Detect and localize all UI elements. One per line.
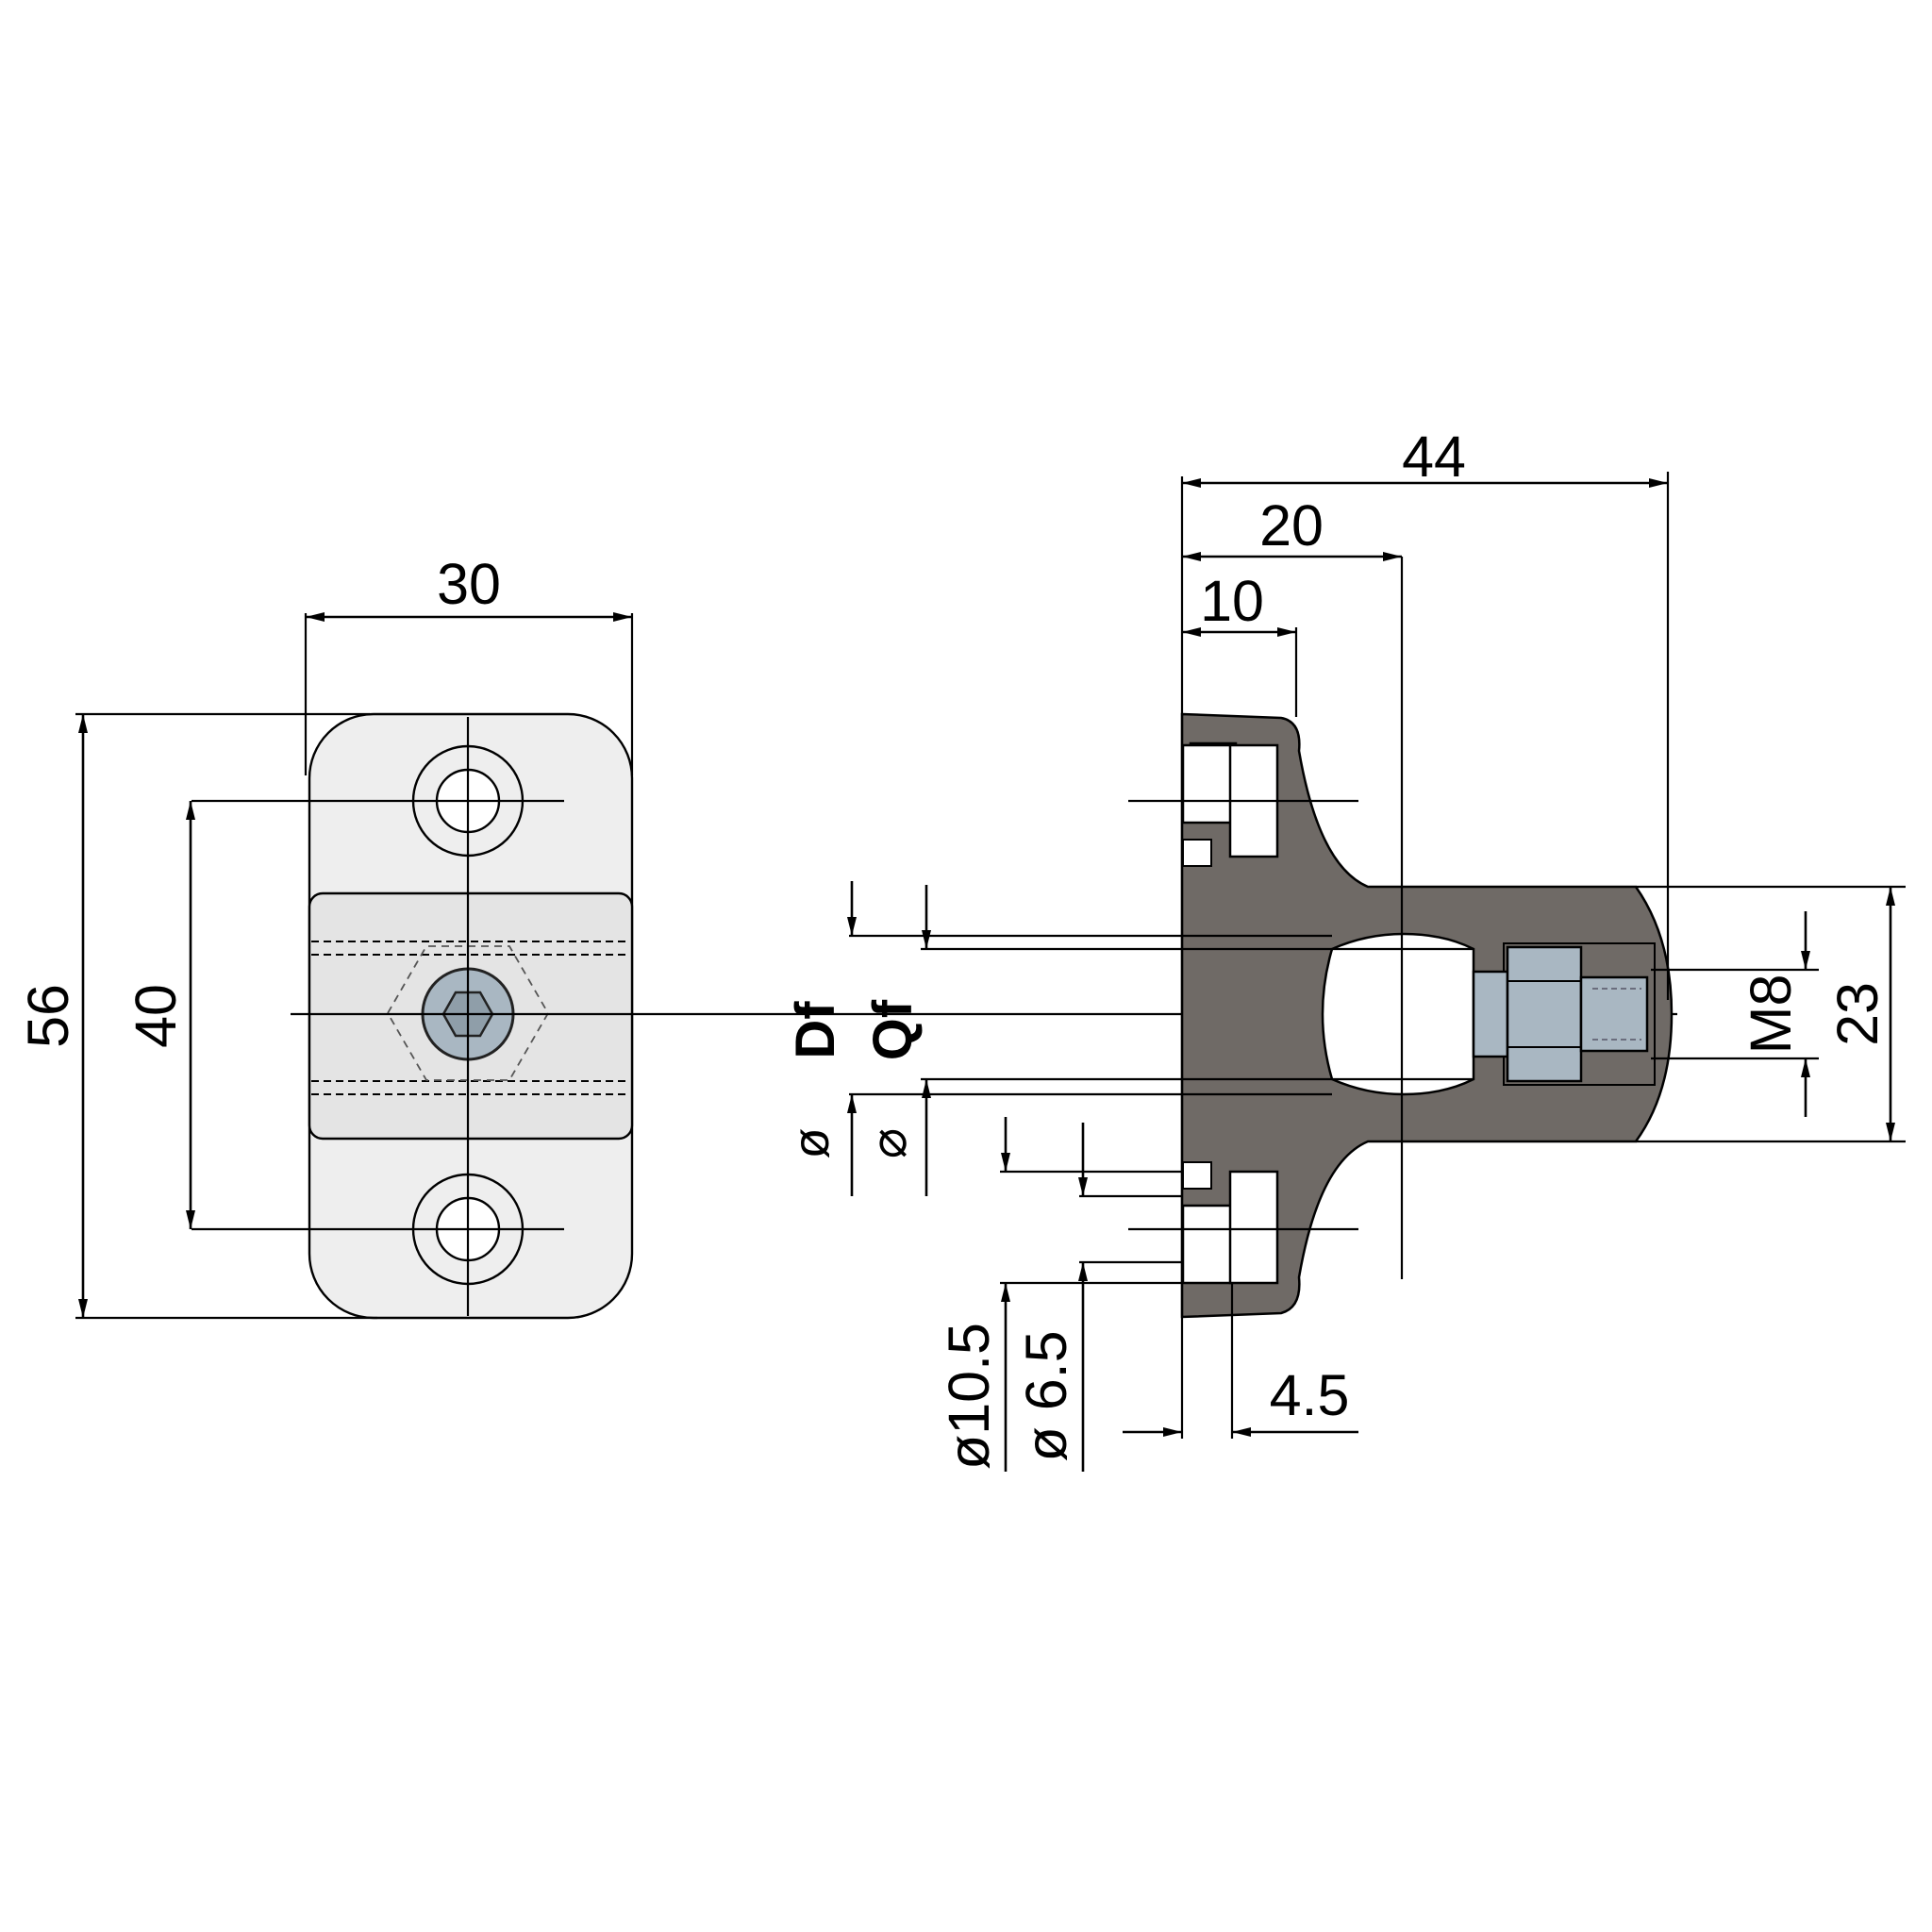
side-view: 44 20 10 4.5 23 M8 Df ø Qf ⌀ [783,425,1906,1472]
counterbore-dim-label: ø10.5 [937,1323,1001,1470]
hole-dim-label: ø 6.5 [1014,1330,1078,1461]
thread-size-label: M8 [1739,974,1803,1055]
front-height-dim-label: 56 [16,984,80,1048]
height-dim-label: 23 [1825,982,1890,1046]
round-bore-label: Df [785,1001,846,1059]
front-width-dim-label: 30 [437,552,501,616]
flange-dim-label: 10 [1200,569,1264,633]
round-bore-symbol: ø [783,1128,840,1159]
square-bore-label: Qf [862,999,924,1060]
square-bore-symbol: ⌀ [860,1128,917,1159]
axis-distance-dim-label: 20 [1259,493,1324,558]
central-bore [1321,932,1475,1096]
hidden-nut-outline [386,945,550,1081]
hole-spacing-dim-label: 40 [124,984,188,1048]
base-thickness-dim-label: 4.5 [1270,1363,1350,1427]
hex-nut-bolt-icon [1472,945,1649,1083]
front-view: 30 56 40 [16,552,634,1320]
overall-length-dim-label: 44 [1402,425,1466,489]
